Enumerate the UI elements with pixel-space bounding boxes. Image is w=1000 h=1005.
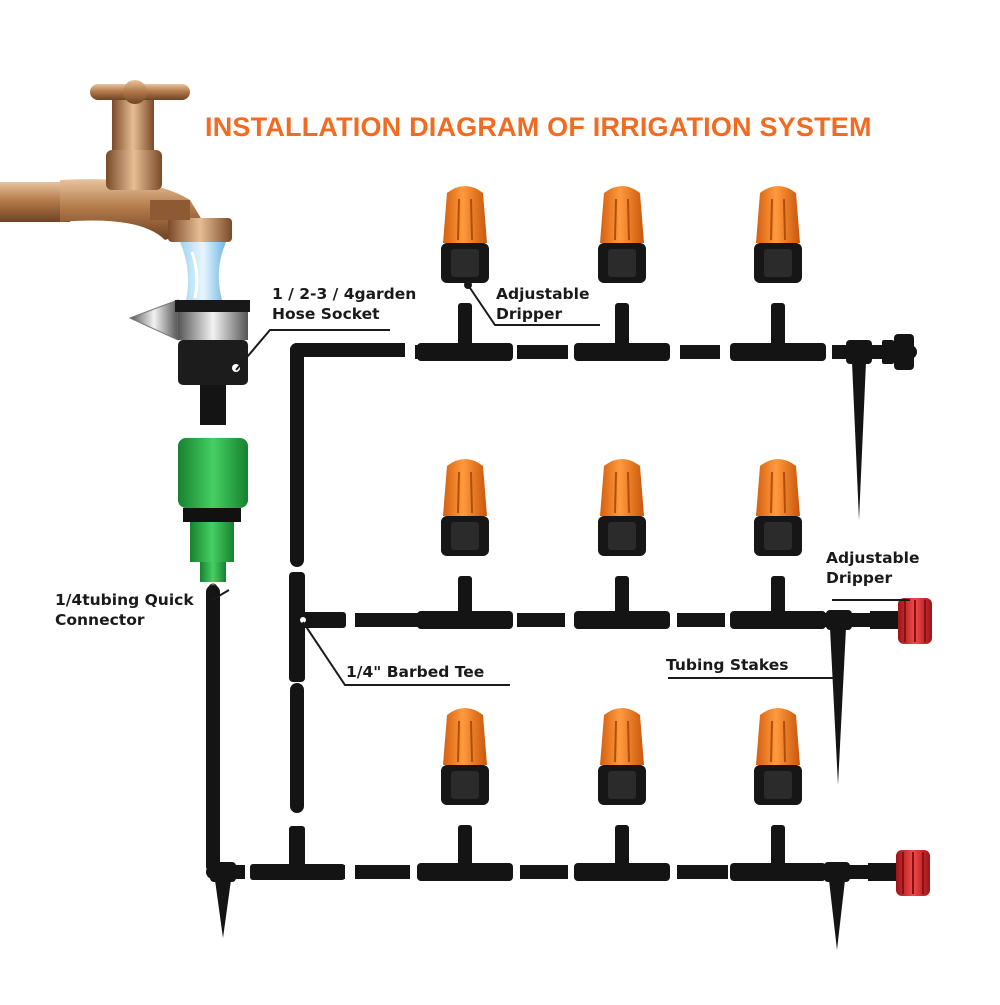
end-cap-red-middle-icon xyxy=(870,598,932,644)
adjustable-dripper-icon xyxy=(754,708,802,805)
label-quick-connector-line2: Connector xyxy=(55,611,145,629)
tubing-stake-left-icon xyxy=(210,862,236,938)
barbed-tee-riser-icon xyxy=(574,303,670,361)
tubing-stake-middle-icon xyxy=(826,610,852,785)
label-adjustable-dripper-top-line1: Adjustable xyxy=(496,285,590,303)
adjustable-dripper-icon xyxy=(754,186,802,283)
label-hose-socket: 1 / 2-3 / 4garden Hose Socket xyxy=(272,284,416,324)
bottom-tee-icon xyxy=(250,826,345,880)
label-adjustable-dripper-right-line1: Adjustable xyxy=(826,549,920,567)
adjustable-dripper-icon xyxy=(598,459,646,556)
barbed-tee-riser-icon xyxy=(730,303,826,361)
label-adjustable-dripper-top: Adjustable Dripper xyxy=(496,284,589,324)
end-cap-red-bottom-icon xyxy=(868,850,930,896)
end-plug-top-icon xyxy=(882,334,914,370)
label-quick-connector: 1/4tubing Quick Connector xyxy=(55,590,194,630)
label-adjustable-dripper-right-line2: Dripper xyxy=(826,569,893,587)
dripper-group xyxy=(417,186,826,881)
adjustable-dripper-icon xyxy=(441,459,489,556)
label-barbed-tee: 1/4" Barbed Tee xyxy=(346,663,485,681)
barbed-tee-riser-icon xyxy=(730,825,826,881)
quick-connector-icon xyxy=(178,438,248,593)
barbed-tee-riser-icon xyxy=(574,576,670,629)
barbed-tee-riser-icon xyxy=(417,576,513,629)
label-tubing-stakes: Tubing Stakes xyxy=(666,656,789,674)
tubing-stake-bottom-icon xyxy=(824,862,850,950)
label-quick-connector-line1: 1/4tubing Quick xyxy=(55,591,194,609)
adjustable-dripper-icon xyxy=(441,186,489,283)
barbed-tee-riser-icon xyxy=(417,825,513,881)
faucet-icon xyxy=(0,80,232,242)
barbed-tee-riser-icon xyxy=(417,303,513,361)
leader-lines xyxy=(211,281,910,686)
adjustable-dripper-icon xyxy=(598,186,646,283)
hose-socket-icon xyxy=(128,299,250,425)
water-stream xyxy=(180,242,226,300)
barbed-tee-riser-icon xyxy=(574,825,670,881)
adjustable-dripper-icon xyxy=(754,459,802,556)
page-title: INSTALLATION DIAGRAM OF IRRIGATION SYSTE… xyxy=(205,112,872,142)
label-adjustable-dripper-right: Adjustable Dripper xyxy=(826,548,919,588)
label-hose-socket-line1: 1 / 2-3 / 4garden xyxy=(272,285,417,303)
barbed-tee-riser-icon xyxy=(730,576,826,629)
label-hose-socket-line2: Hose Socket xyxy=(272,305,380,323)
tubing-stake-top-icon xyxy=(846,340,872,520)
barbed-tee-icon xyxy=(289,572,346,682)
adjustable-dripper-icon xyxy=(441,708,489,805)
adjustable-dripper-icon xyxy=(598,708,646,805)
label-adjustable-dripper-top-line2: Dripper xyxy=(496,305,563,323)
